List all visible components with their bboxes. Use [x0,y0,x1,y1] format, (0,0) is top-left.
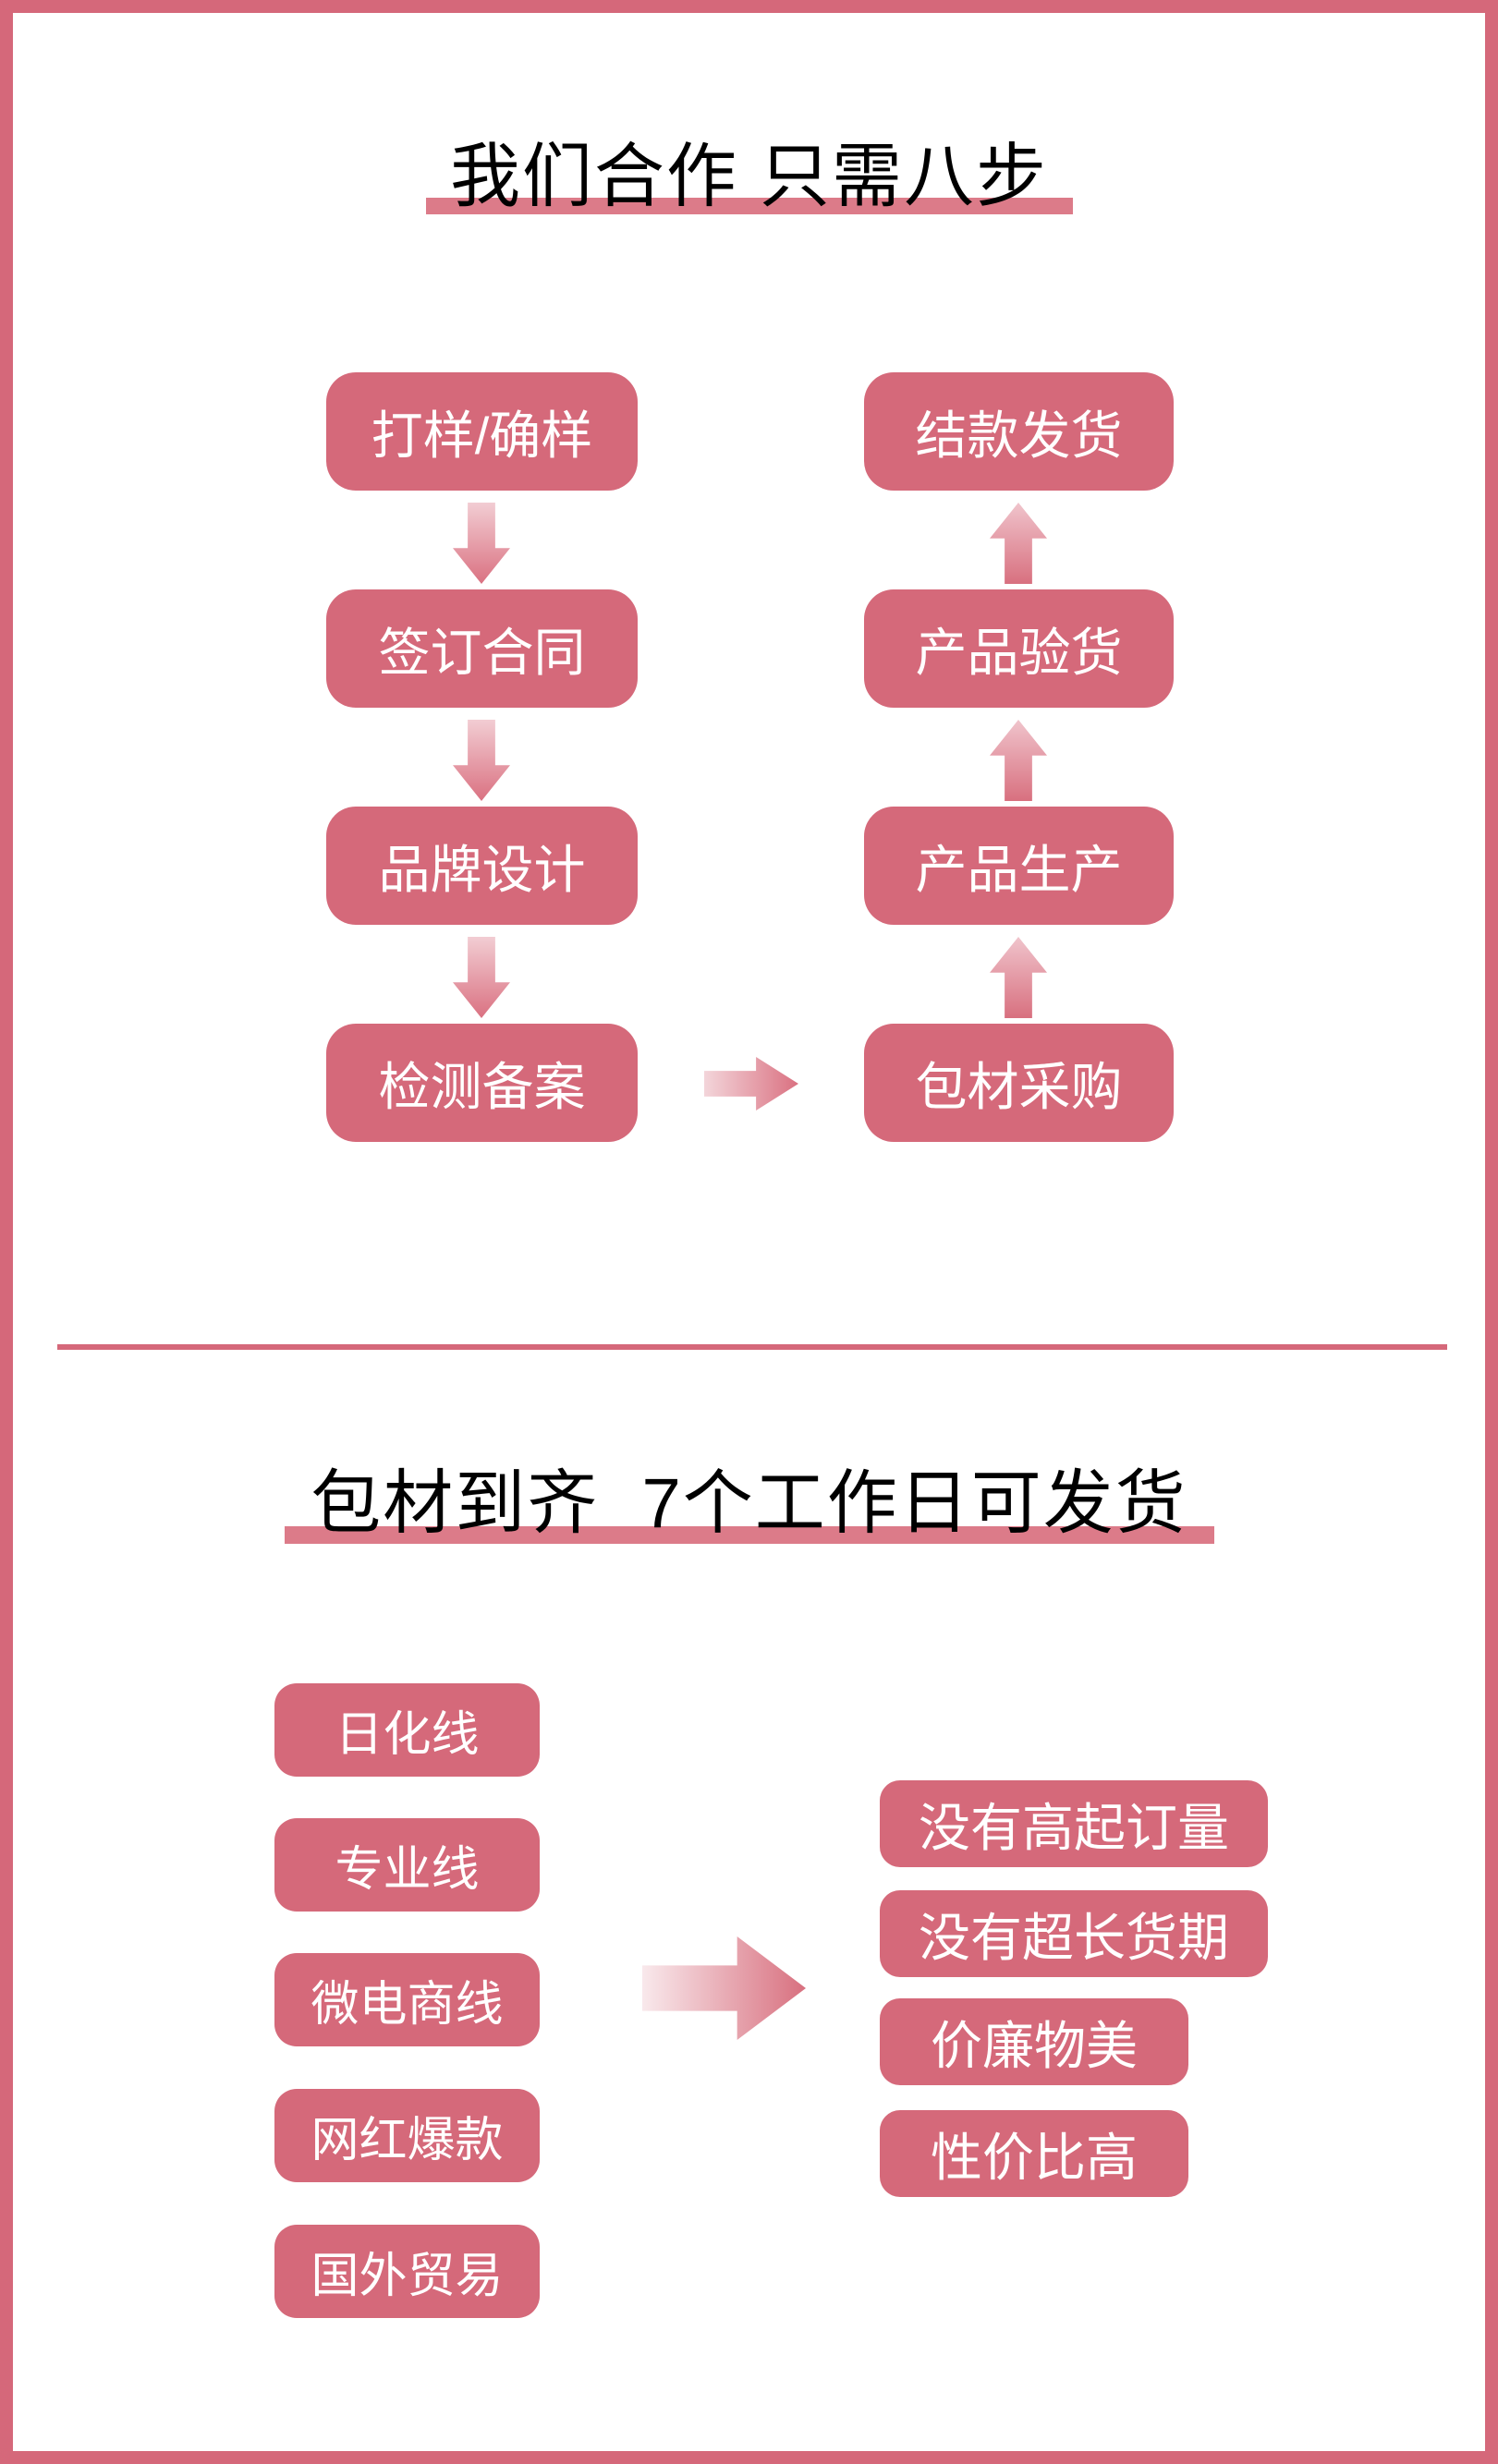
down-arrow-icon [453,503,510,584]
benefit-no-high-moq: 没有高起订量 [880,1780,1268,1867]
product-line-daily-chemical: 日化线 [274,1683,540,1777]
up-arrow-icon [990,720,1047,801]
flow-step-payment-shipping: 结款发货 [864,372,1174,491]
flow-step-sampling: 打样/确样 [326,372,638,491]
product-line-foreign-trade: 国外贸易 [274,2225,540,2318]
benefit-no-long-leadtime: 没有超长货期 [880,1890,1268,1977]
flow-step-production: 产品生产 [864,807,1174,925]
process-title-underline [425,198,1073,214]
flow-step-testing-filing: 检测备案 [326,1024,638,1142]
flow-step-inspection: 产品验货 [864,589,1174,708]
big-right-arrow-icon [642,1936,806,2040]
product-line-micro-ecommerce: 微电商线 [274,1953,540,2046]
up-arrow-icon [990,937,1047,1018]
down-arrow-icon [453,937,510,1018]
benefit-cheap-and-good: 价廉物美 [880,1998,1188,2085]
section-divider [57,1344,1447,1350]
flow-step-contract: 签订合同 [326,589,638,708]
product-line-influencer-hit: 网红爆款 [274,2089,540,2182]
delivery-title-underline [284,1526,1214,1544]
process-title: 我们合作 只需八步 [449,138,1049,216]
down-arrow-icon [453,720,510,801]
delivery-title: 包材到齐 7个工作日可发货 [311,1464,1187,1543]
product-line-professional: 专业线 [274,1818,540,1912]
benefit-cost-effective: 性价比高 [880,2110,1188,2197]
flow-step-packaging-purchase: 包材采购 [864,1024,1174,1142]
right-arrow-icon [704,1057,798,1111]
flow-step-brand-design: 品牌设计 [326,807,638,925]
up-arrow-icon [990,503,1047,584]
